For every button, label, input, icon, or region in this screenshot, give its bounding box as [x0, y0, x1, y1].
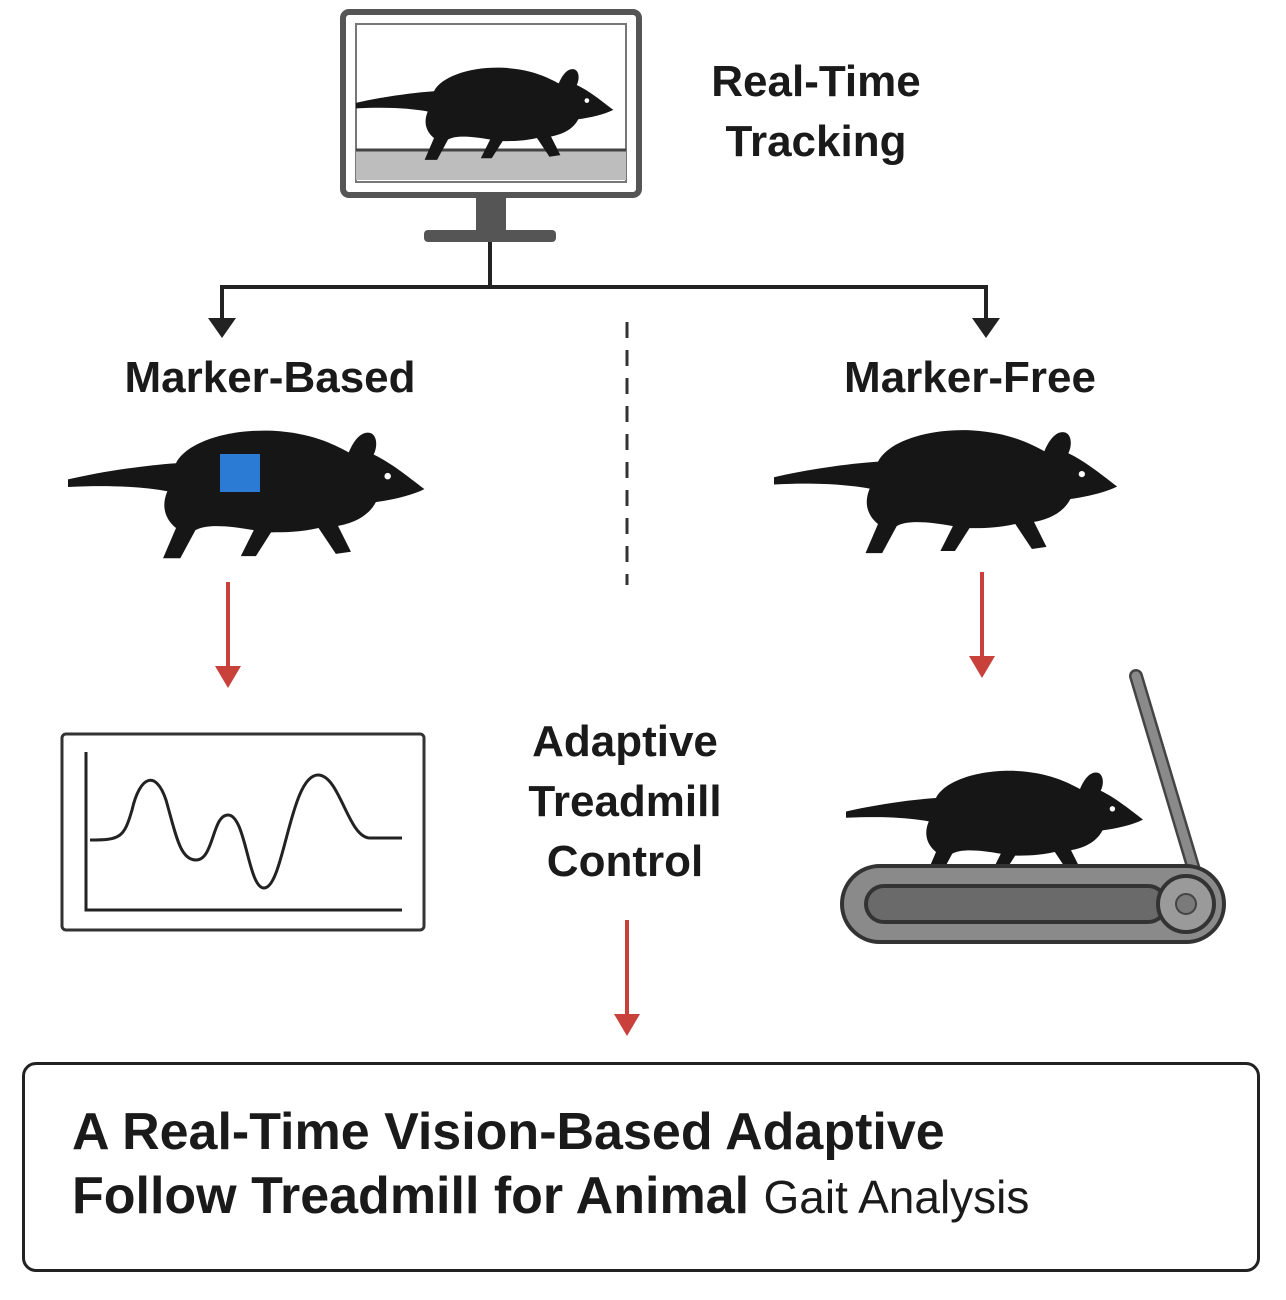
- signal-waveform: [89, 773, 402, 890]
- result-box: [22, 1062, 1260, 1272]
- arrow-control-to-result: [614, 920, 640, 1036]
- blue-marker: [220, 454, 260, 492]
- result-title-line-2: Follow Treadmill for Animal Gait Analysi…: [72, 1164, 1029, 1229]
- marker-free-label: Marker-Free: [844, 353, 1096, 402]
- result-title-line-2-light: Gait Analysis: [763, 1171, 1030, 1223]
- result-title-line-1: A Real-Time Vision-Based Adaptive: [72, 1103, 945, 1161]
- rat-on-treadmill-icon: [840, 669, 1226, 944]
- arrow-down-left: [208, 318, 236, 338]
- rat-icon: [774, 430, 1118, 554]
- monitor-with-rat-icon: [340, 9, 642, 242]
- arrow-marker-to-plot: [215, 582, 241, 688]
- arrow-markerfree-to-treadmill: [969, 572, 995, 678]
- rat-with-marker-icon: [68, 430, 425, 559]
- control-line-2: Treadmill: [528, 777, 722, 826]
- branch-connector: [220, 242, 988, 324]
- result-title-line-2-bold: Follow Treadmill for Animal: [72, 1167, 750, 1225]
- arrow-down-right: [972, 318, 1000, 338]
- real-time-tracking-title: Real-Time Tracking: [686, 52, 946, 172]
- adaptive-treadmill-control-label: Adaptive Treadmill Control: [470, 712, 780, 892]
- signal-plot-icon: [60, 732, 426, 932]
- title-line-1: Real-Time: [711, 57, 921, 106]
- marker-based-label: Marker-Based: [124, 353, 416, 402]
- control-line-1: Adaptive: [532, 717, 718, 766]
- control-line-3: Control: [546, 837, 704, 886]
- result-title: A Real-Time Vision-Based Adaptive Follow…: [72, 1100, 1029, 1229]
- title-line-2: Tracking: [725, 117, 907, 166]
